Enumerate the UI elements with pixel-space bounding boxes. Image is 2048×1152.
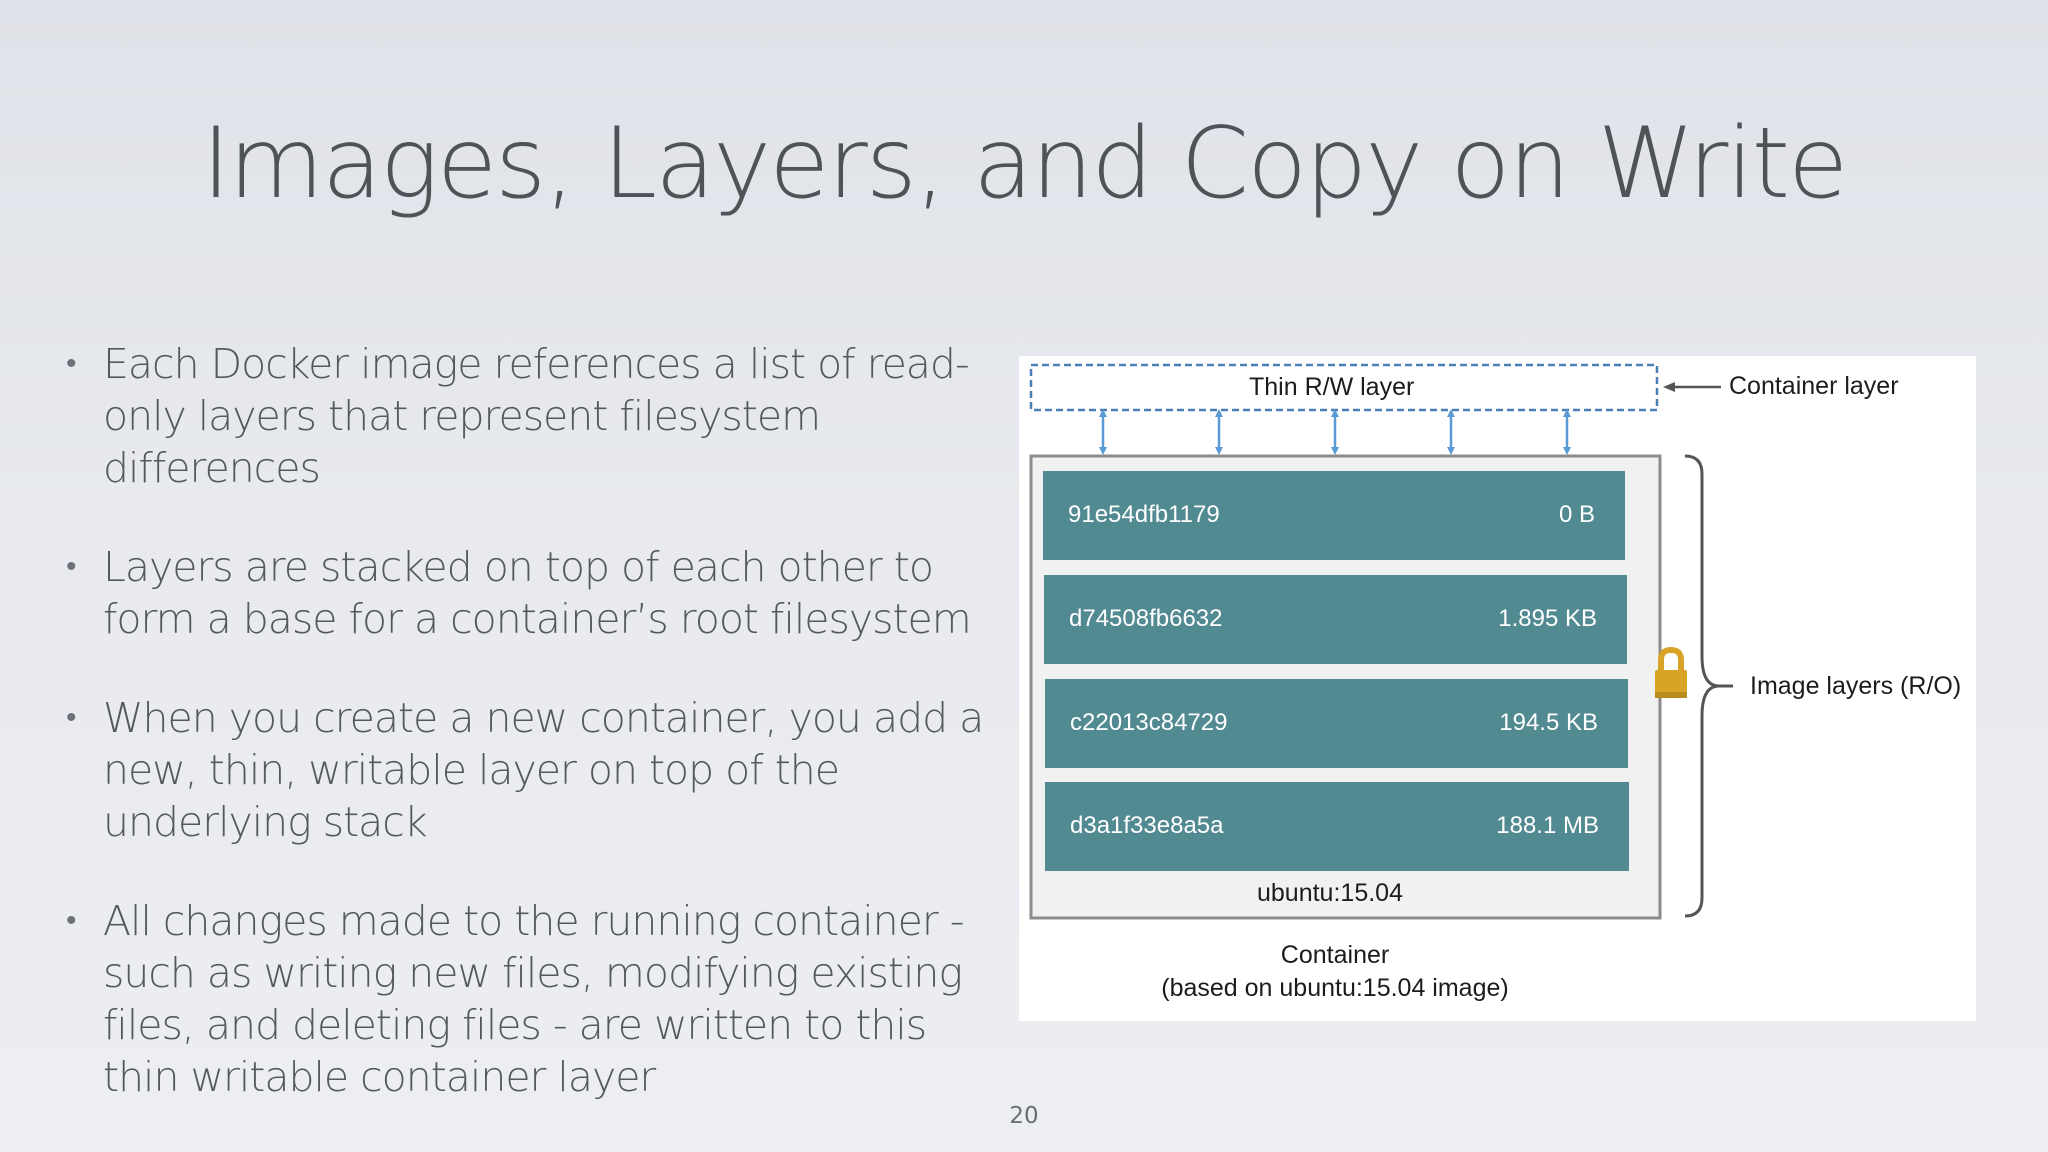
thin-rw-layer-box — [1029, 363, 1659, 412]
container-layer-label: Container layer — [1729, 372, 1899, 400]
bullet-item: • All changes made to the running contai… — [62, 895, 997, 1103]
slide-title: Images, Layers, and Copy on Write — [201, 107, 1849, 221]
caption-line-2: (based on ubuntu:15.04 image) — [1161, 974, 1509, 1002]
image-layer: d3a1f33e8a5a 188.1 MB — [1045, 782, 1629, 871]
layer-id: d3a1f33e8a5a — [1070, 812, 1224, 839]
diagram-caption: Container (based on ubuntu:15.04 image) — [1119, 939, 1551, 1005]
layer-size: 194.5 KB — [1499, 709, 1598, 736]
caption-line-1: Container — [1280, 941, 1390, 969]
layer-id: d74508fb6632 — [1069, 605, 1223, 632]
bullet-dot-icon: • — [66, 549, 76, 584]
image-layers-label: Image layers (R/O) — [1750, 672, 1962, 700]
layer-id: 91e54dfb1179 — [1068, 501, 1220, 528]
image-name-label: ubuntu:15.04 — [1257, 879, 1403, 907]
bullet-item: • Layers are stacked on top of each othe… — [62, 541, 997, 645]
bullet-dot-icon: • — [66, 903, 76, 938]
image-layer: c22013c84729 194.5 KB — [1045, 679, 1628, 768]
bullet-text: All changes made to the running containe… — [103, 897, 965, 1101]
bullet-item: • When you create a new container, you a… — [62, 692, 997, 848]
layer-size: 188.1 MB — [1496, 812, 1599, 839]
bullet-text: When you create a new container, you add… — [103, 694, 984, 846]
padlock-icon — [1655, 646, 1687, 698]
bullet-item: • Each Docker image references a list of… — [62, 338, 997, 494]
image-layer: 91e54dfb1179 0 B — [1043, 471, 1625, 560]
bullet-text: Each Docker image references a list of r… — [103, 340, 970, 492]
bullet-text: Layers are stacked on top of each other … — [103, 543, 972, 643]
layer-id: c22013c84729 — [1070, 709, 1228, 736]
thin-rw-layer-label: Thin R/W layer — [1249, 373, 1415, 401]
bullet-dot-icon: • — [66, 700, 76, 735]
page-number: 20 — [1009, 1103, 1039, 1129]
image-layer: d74508fb6632 1.895 KB — [1044, 575, 1627, 664]
read-write-arrows — [1099, 409, 1571, 455]
docker-layers-diagram: Thin R/W layer Container layer Image lay… — [1019, 356, 1976, 1021]
image-layers-brace — [1684, 454, 1720, 918]
bullet-dot-icon: • — [66, 346, 76, 381]
layer-size: 0 B — [1558, 501, 1595, 528]
layer-size: 1.895 KB — [1498, 605, 1597, 632]
bullet-list: • Each Docker image references a list of… — [62, 338, 997, 1150]
